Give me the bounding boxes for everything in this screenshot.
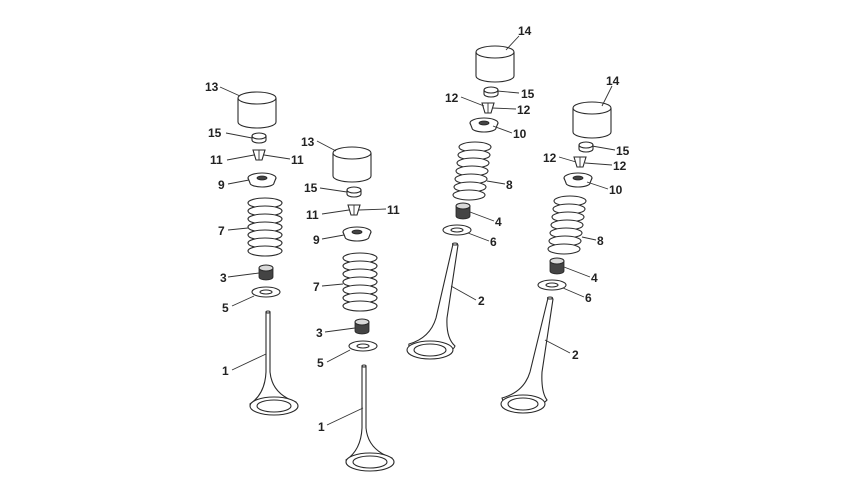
callout-11: 11 (210, 153, 223, 167)
spring-part (547, 195, 587, 255)
oil-seal-part (354, 318, 370, 335)
callout-4: 4 (591, 271, 598, 285)
spring-part (452, 141, 492, 201)
spring-seat-part (251, 286, 281, 298)
callout-5: 5 (222, 301, 229, 315)
callout-labels: 13 15 11 11 9 7 3 5 1 13 15 11 11 9 7 3 … (205, 24, 630, 434)
retainer-part (563, 172, 593, 188)
callout-12: 12 (613, 159, 627, 173)
callout-10: 10 (609, 183, 623, 197)
callout-6: 6 (585, 291, 592, 305)
valve-part (345, 364, 395, 472)
callout-8: 8 (506, 178, 513, 192)
callout-12: 12 (445, 91, 459, 105)
callout-15: 15 (304, 181, 318, 195)
callout-11: 11 (306, 208, 319, 222)
tappet-part (572, 101, 612, 139)
retainer-part (247, 172, 277, 188)
callout-7: 7 (313, 280, 320, 294)
valve-part (249, 310, 299, 416)
oil-seal-part (549, 257, 565, 275)
spring-part (247, 197, 283, 257)
oil-seal-part (455, 202, 471, 220)
callout-1: 1 (222, 364, 229, 378)
callout-13: 13 (301, 135, 315, 149)
callout-12: 12 (517, 103, 531, 117)
callout-7: 7 (218, 224, 225, 238)
callout-9: 9 (218, 178, 225, 192)
callout-15: 15 (521, 87, 535, 101)
retainer-part (342, 226, 372, 242)
callout-3: 3 (220, 271, 227, 285)
tappet-part (332, 146, 372, 183)
cotter-part (347, 204, 361, 216)
callout-1: 1 (318, 420, 325, 434)
retainer-part (469, 117, 499, 133)
spring-seat-part (537, 279, 567, 291)
callout-3: 3 (316, 326, 323, 340)
assembly-c (406, 45, 515, 360)
cotter-part (252, 149, 266, 161)
callout-13: 13 (205, 80, 219, 94)
shim-part (483, 86, 499, 98)
assembly-b (332, 146, 395, 472)
callout-10: 10 (513, 127, 527, 141)
assembly-a (237, 91, 299, 416)
assembly-d (500, 101, 612, 414)
callout-9: 9 (313, 233, 320, 247)
valve-part (500, 296, 554, 414)
callout-4: 4 (495, 215, 502, 229)
cotter-part (481, 102, 495, 114)
callout-15: 15 (616, 144, 630, 158)
shim-part (346, 186, 362, 198)
spring-seat-part (348, 340, 378, 352)
cotter-part (573, 156, 587, 168)
oil-seal-part (258, 264, 274, 281)
tappet-part (237, 91, 277, 129)
tappet-part (475, 45, 515, 83)
shim-part (578, 141, 594, 153)
callout-2: 2 (572, 348, 579, 362)
callout-11: 11 (291, 153, 304, 167)
shim-part (251, 132, 267, 144)
callout-15: 15 (208, 126, 222, 140)
spring-part (342, 252, 378, 312)
callout-12: 12 (543, 151, 557, 165)
callout-8: 8 (597, 234, 604, 248)
callout-14: 14 (606, 74, 620, 88)
valve-part (406, 242, 459, 360)
callout-2: 2 (478, 294, 485, 308)
spring-seat-part (442, 224, 472, 236)
callout-14: 14 (518, 24, 532, 38)
callout-5: 5 (317, 356, 324, 370)
callout-6: 6 (490, 235, 497, 249)
callout-11: 11 (387, 203, 400, 217)
leader-lines (219, 35, 616, 426)
